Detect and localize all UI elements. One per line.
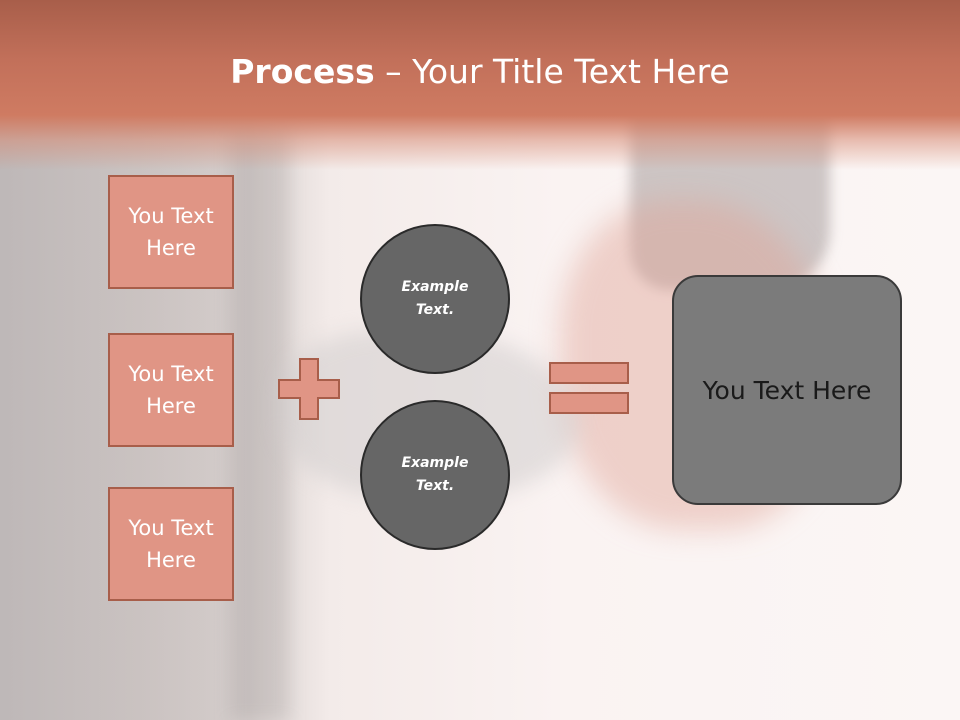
title-bar [0, 0, 960, 170]
result-box[interactable]: You Text Here [672, 275, 902, 505]
text-box-2[interactable]: You Text Here [108, 333, 234, 447]
text-box-3[interactable]: You Text Here [108, 487, 234, 601]
title-rest: – Your Title Text Here [374, 52, 730, 91]
slide-title[interactable]: Process – Your Title Text Here [0, 52, 960, 91]
example-circle-1[interactable]: Example Text. [360, 224, 510, 374]
result-box-label: You Text Here [702, 375, 872, 405]
example-circle-2-label: Example Text. [401, 455, 469, 494]
text-box-2-label: You Text Here [128, 362, 214, 418]
example-circle-1-label: Example Text. [401, 279, 469, 318]
title-bold: Process [230, 52, 375, 91]
equals-icon [549, 362, 629, 414]
example-circle-2[interactable]: Example Text. [360, 400, 510, 550]
text-box-1-label: You Text Here [128, 204, 214, 260]
text-box-3-label: You Text Here [128, 516, 214, 572]
plus-icon [278, 358, 340, 420]
text-box-1[interactable]: You Text Here [108, 175, 234, 289]
